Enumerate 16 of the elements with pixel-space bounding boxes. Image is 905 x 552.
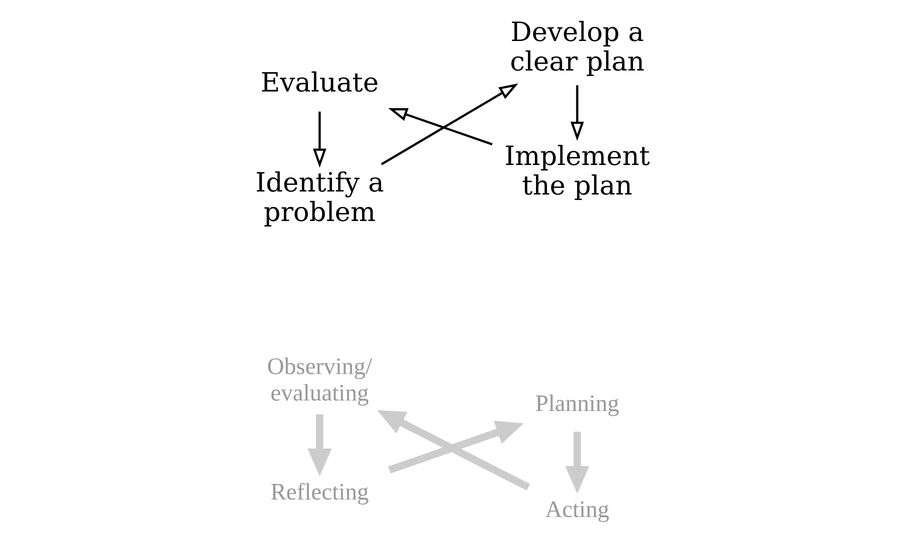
arrow (377, 410, 530, 491)
arrow (308, 414, 332, 476)
node-text: Implement the plan (504, 141, 650, 202)
arrow (570, 85, 584, 141)
arrow (380, 83, 518, 166)
node-text: Identify a problem (255, 168, 384, 228)
arrow (312, 112, 326, 168)
node-text: Reflecting (270, 479, 369, 506)
node-text: Acting (545, 497, 610, 524)
node-text: Develop a clear plan (510, 17, 644, 78)
arrow (388, 420, 524, 474)
node-text: Planning (535, 390, 620, 417)
arrow (388, 108, 493, 146)
node-text: Evaluate (260, 67, 379, 98)
arrow (565, 432, 590, 494)
node-text: Observing/ evaluating (267, 354, 372, 406)
